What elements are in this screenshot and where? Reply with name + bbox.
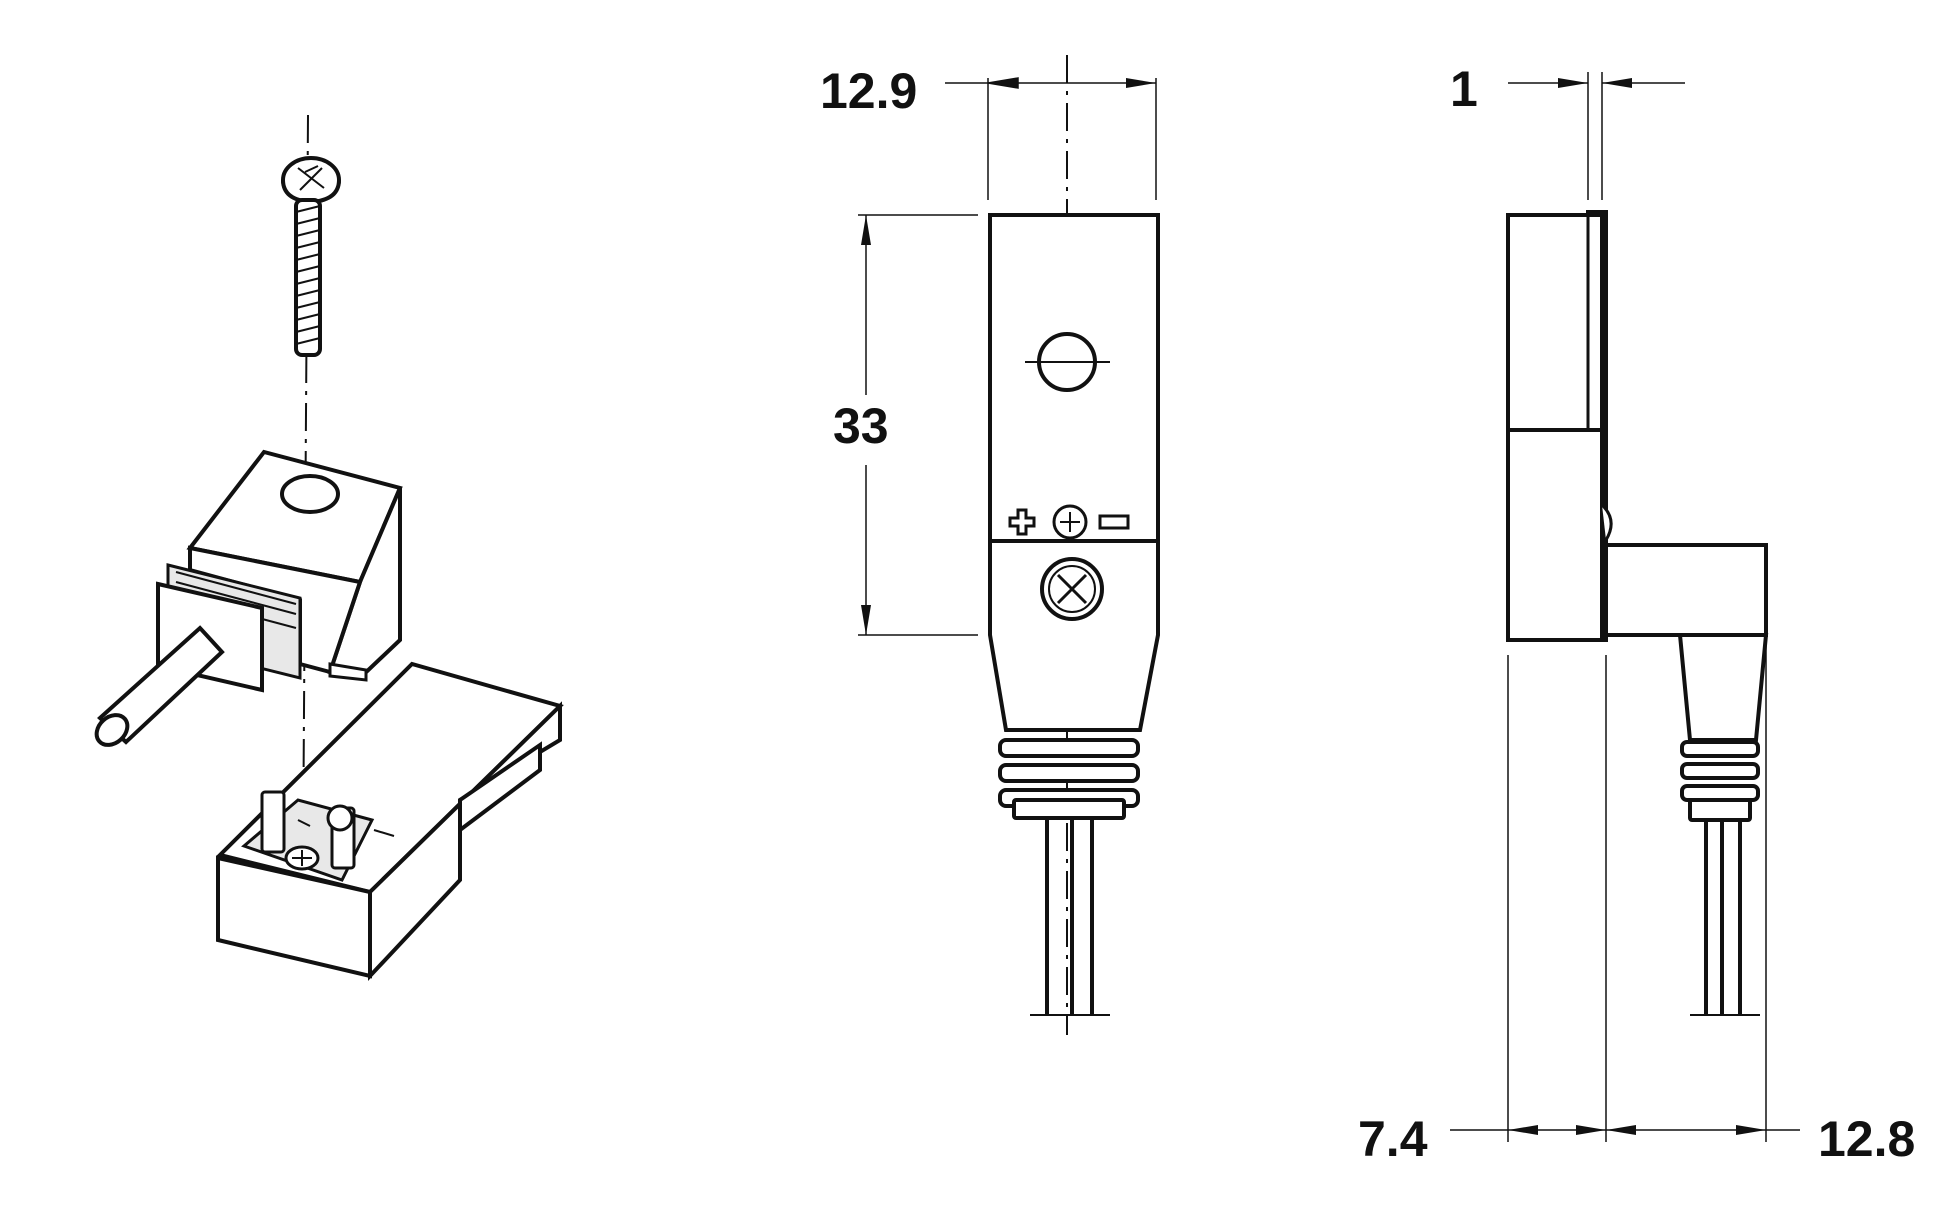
front-view: 12.9 33 <box>820 55 1160 1035</box>
cable-housing <box>94 449 403 747</box>
phillips-cross-icon <box>1056 573 1088 605</box>
front-body <box>988 213 1160 732</box>
dim-side-plate-thickness: 1 <box>1450 61 1478 117</box>
dim-front-width: 12.9 <box>820 63 917 119</box>
front-strain-relief <box>998 738 1140 820</box>
dim-front-height: 33 <box>833 398 889 454</box>
dim-side-connector-depth: 12.8 <box>1818 1111 1915 1167</box>
side-view: 1 7.4 12.8 <box>1358 61 1915 1167</box>
screw <box>281 156 341 357</box>
connector-base <box>216 661 564 982</box>
contact-pin-left <box>260 790 286 854</box>
plus-icon <box>1008 508 1036 536</box>
dim-side-body-depth: 7.4 <box>1358 1111 1428 1167</box>
minus-icon <box>1098 514 1130 530</box>
isometric-exploded-view <box>94 114 564 982</box>
side-connector-arm <box>1604 543 1768 637</box>
side-strain-relief <box>1680 740 1760 822</box>
screw-thread <box>295 205 321 345</box>
housing-screw-hole <box>280 474 340 514</box>
polarity-marks <box>1008 504 1130 540</box>
screw-head-slot-icon <box>297 165 325 191</box>
